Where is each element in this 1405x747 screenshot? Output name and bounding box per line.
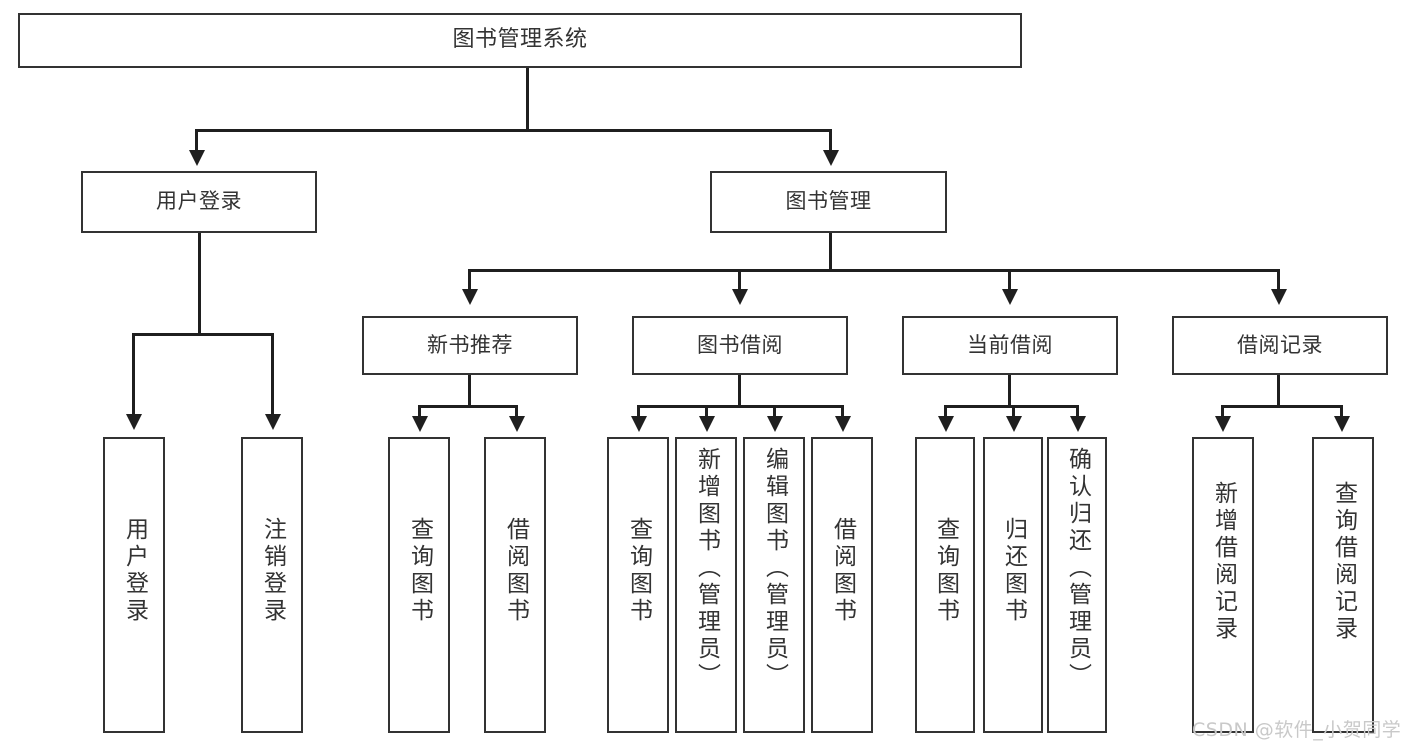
leaf-add-borrow-record[interactable]: 新增借阅记录 [1192, 437, 1254, 733]
leaf-query-book-recommend[interactable]: 查询图书 [388, 437, 450, 733]
connector-borrow-record-stem [1277, 375, 1280, 407]
node-label: 图书管理 [785, 189, 872, 214]
node-label: 用户登录 [156, 189, 242, 214]
connector-borrow-record-leg-2 [1340, 405, 1343, 420]
leaf-query-borrow-record[interactable]: 查询借阅记录 [1312, 437, 1374, 733]
arrowhead-book-borrow [732, 289, 748, 305]
node-label: 当前借阅 [967, 332, 1053, 357]
node-label: 确认归还（管理员） [1064, 447, 1091, 690]
arrowhead-book-management [823, 150, 839, 166]
node-label: 借阅记录 [1237, 332, 1323, 357]
arrowhead-leaf-borrow-book-2 [835, 416, 851, 432]
node-book-management-system[interactable]: 图书管理系统 [18, 13, 1022, 68]
connector-book-borrow-bus [637, 405, 843, 408]
connector-to-borrow-record [1277, 269, 1280, 293]
connector-current-borrow-leg-2 [1012, 405, 1015, 420]
connector-user-login-leg-1 [132, 333, 135, 418]
connector-book-management-stem [829, 233, 832, 271]
connector-to-current-borrow [1008, 269, 1011, 293]
node-label: 编辑图书（管理员） [761, 447, 788, 690]
connector-user-login-stem [198, 233, 201, 335]
node-label: 新增图书（管理员） [693, 447, 720, 690]
watermark: CSDN @软件_小贺同学 [1192, 719, 1402, 741]
connector-book-borrow-leg-4 [841, 405, 844, 420]
node-label: 图书借阅 [697, 332, 783, 357]
connector-level2-bus [468, 269, 1280, 272]
arrowhead-current-borrow [1002, 289, 1018, 305]
node-label: 新增借阅记录 [1210, 481, 1237, 643]
arrowhead-leaf-confirm-return [1070, 416, 1086, 432]
connector-to-user-login [195, 129, 198, 154]
arrowhead-leaf-add-record [1215, 416, 1231, 432]
arrowhead-leaf-borrow-book-1 [509, 416, 525, 432]
arrowhead-borrow-record [1271, 289, 1287, 305]
connector-new-book-stem [468, 375, 471, 407]
connector-new-book-leg-2 [515, 405, 518, 420]
leaf-query-book-borrow[interactable]: 查询图书 [607, 437, 669, 733]
node-borrow-record[interactable]: 借阅记录 [1172, 316, 1388, 375]
connector-user-login-leg-2 [271, 333, 274, 418]
node-new-book-recommend[interactable]: 新书推荐 [362, 316, 578, 375]
leaf-query-book-current[interactable]: 查询图书 [915, 437, 975, 733]
node-label: 查询图书 [932, 517, 959, 625]
leaf-user-login[interactable]: 用户登录 [103, 437, 165, 733]
arrowhead-leaf-query-book-3 [938, 416, 954, 432]
node-label: 用户登录 [121, 517, 148, 625]
arrowhead-leaf-query-record [1334, 416, 1350, 432]
connector-current-borrow-bus [944, 405, 1078, 408]
arrowhead-leaf-add-book [699, 416, 715, 432]
node-label: 注销登录 [259, 517, 286, 625]
arrowhead-leaf-return-book [1006, 416, 1022, 432]
node-label: 图书管理系统 [452, 27, 588, 53]
arrowhead-leaf-logout [265, 414, 281, 430]
node-label: 查询借阅记录 [1330, 481, 1357, 643]
node-current-borrow[interactable]: 当前借阅 [902, 316, 1118, 375]
leaf-borrow-book-recommend[interactable]: 借阅图书 [484, 437, 546, 733]
connector-book-borrow-stem [738, 375, 741, 407]
node-label: 借阅图书 [502, 517, 529, 625]
node-label: 查询图书 [625, 517, 652, 625]
connector-root-bus [195, 129, 832, 132]
node-label: 借阅图书 [829, 517, 856, 625]
connector-current-borrow-leg-3 [1076, 405, 1079, 420]
arrowhead-new-book-recommend [462, 289, 478, 305]
connector-book-borrow-leg-3 [773, 405, 776, 420]
node-user-login[interactable]: 用户登录 [81, 171, 317, 233]
leaf-logout[interactable]: 注销登录 [241, 437, 303, 733]
connector-new-book-leg-1 [418, 405, 421, 420]
connector-new-book-bus [418, 405, 518, 408]
connector-borrow-record-bus [1221, 405, 1343, 408]
arrowhead-leaf-query-book-1 [412, 416, 428, 432]
connector-to-book-borrow [738, 269, 741, 293]
connector-to-book-management [829, 129, 832, 154]
connector-to-new-book [468, 269, 471, 293]
arrowhead-leaf-edit-book [767, 416, 783, 432]
node-label: 查询图书 [406, 517, 433, 625]
leaf-borrow-book[interactable]: 借阅图书 [811, 437, 873, 733]
connector-current-borrow-stem [1008, 375, 1011, 407]
node-book-borrow[interactable]: 图书借阅 [632, 316, 848, 375]
node-book-management[interactable]: 图书管理 [710, 171, 947, 233]
connector-borrow-record-leg-1 [1221, 405, 1224, 420]
connector-book-borrow-leg-1 [637, 405, 640, 420]
node-label: 新书推荐 [427, 332, 513, 357]
leaf-confirm-return-admin[interactable]: 确认归还（管理员） [1047, 437, 1107, 733]
node-label: 归还图书 [1000, 517, 1027, 625]
leaf-return-book[interactable]: 归还图书 [983, 437, 1043, 733]
arrowhead-user-login [189, 150, 205, 166]
arrowhead-leaf-query-book-2 [631, 416, 647, 432]
connector-book-borrow-leg-2 [705, 405, 708, 420]
leaf-edit-book-admin[interactable]: 编辑图书（管理员） [743, 437, 805, 733]
connector-user-login-bus [132, 333, 272, 336]
arrowhead-leaf-user-login [126, 414, 142, 430]
connector-current-borrow-leg-1 [944, 405, 947, 420]
connector-root-stem [526, 68, 529, 131]
leaf-add-book-admin[interactable]: 新增图书（管理员） [675, 437, 737, 733]
